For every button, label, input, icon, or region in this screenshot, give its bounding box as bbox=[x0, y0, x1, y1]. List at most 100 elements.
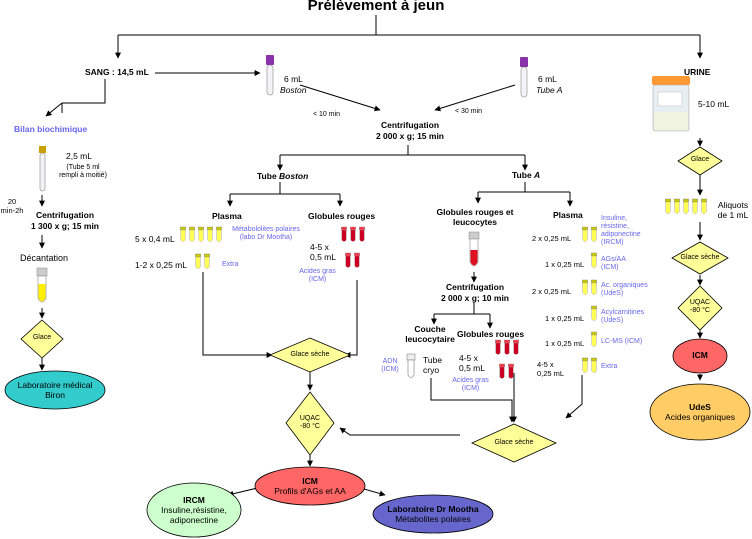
icm-text: ICM Profils d'AGs et AA bbox=[274, 475, 346, 496]
udes-ellipse bbox=[649, 383, 751, 441]
urine-glace-text: Glace bbox=[690, 156, 710, 163]
plasma-row-3-vol: 1 x 0,25 mL bbox=[545, 314, 585, 323]
tubeA-globules-leuco: Globules rouges et leucocytes bbox=[436, 207, 514, 227]
yellow-tube-icon bbox=[180, 226, 186, 242]
yellow-tube-icon bbox=[591, 279, 597, 295]
yellow-tube-icon bbox=[591, 331, 597, 347]
boston-row2-label: Extra bbox=[222, 261, 239, 268]
urine-glace-diamond bbox=[677, 146, 723, 176]
icm-ellipse bbox=[254, 466, 366, 506]
boston-row2-vol: 1-2 x 0,25 mL bbox=[135, 260, 187, 270]
boston-gr-label: Acides gras (ICM) bbox=[299, 268, 336, 284]
boston-gr-tubes-1 bbox=[341, 226, 365, 242]
boston-gr-tubes-2 bbox=[345, 252, 360, 268]
plasma-row-5-tubes bbox=[582, 357, 597, 373]
connectors bbox=[39, 15, 703, 497]
yellow-tube-icon bbox=[216, 226, 222, 242]
udes-text: UdeS Acides organiques bbox=[665, 401, 735, 422]
plasma-row-1-tubes bbox=[591, 252, 597, 268]
plasma-row-5-label: Extra bbox=[601, 363, 618, 370]
tubeA-tube-icon bbox=[520, 57, 528, 98]
lab-biron-ellipse bbox=[4, 370, 106, 410]
urine-volume: 5-10 mL bbox=[698, 99, 730, 109]
plasma-row-1-vol: 1 x 0,25 mL bbox=[545, 260, 585, 269]
boston-name: Boston bbox=[280, 85, 307, 95]
glace-seche-1-text: Glace sèche bbox=[290, 351, 330, 358]
yellow-tube-icon bbox=[683, 198, 689, 214]
yellow-tube-icon bbox=[198, 226, 204, 242]
urine-aliquots: Aliquots de 1 mL bbox=[717, 200, 749, 220]
plasma-row-3-tubes bbox=[591, 305, 597, 321]
tubeA-title: Tube A bbox=[512, 170, 541, 180]
urine-aliquot-tubes bbox=[665, 198, 707, 214]
bilan-time: 20 min-2h bbox=[0, 197, 24, 215]
red-tube-icon bbox=[513, 339, 519, 355]
plasma-row-0-label: Insuline, résistine, adiponectine (IRCM) bbox=[601, 215, 641, 247]
glace-seche-diamond-1 bbox=[268, 337, 352, 373]
decantation-label: Décantation bbox=[20, 253, 69, 263]
bilan-title: Bilan biochimique bbox=[14, 124, 88, 134]
sang-label: SANG : 14,5 mL bbox=[85, 67, 149, 77]
urine-label: URINE bbox=[684, 67, 711, 77]
boston-volume: 6 mL bbox=[284, 74, 303, 84]
tubeA-name: Tube A bbox=[536, 85, 563, 95]
red-tube-icon bbox=[499, 363, 505, 379]
tubeA-centrif-tube-icon bbox=[468, 231, 480, 267]
red-tube-icon bbox=[504, 339, 510, 355]
yellow-tube-icon bbox=[189, 226, 195, 242]
plasma-row-2-label: Ac. organiques (UdeS) bbox=[601, 282, 648, 298]
tubeA-gr-vol: 4-5 x 0,5 mL bbox=[459, 353, 485, 373]
plasma-row-0-tubes bbox=[582, 226, 597, 242]
plasma-row-5-vol: 4-5 x 0,25 mL bbox=[537, 360, 565, 378]
page-title: Prélèvement à jeun bbox=[307, 0, 445, 14]
tubeA-gr-label: Acides gras (ICM) bbox=[452, 377, 489, 393]
main-centrif: Centrifugation bbox=[380, 120, 440, 130]
red-tube-icon bbox=[359, 226, 365, 242]
urine-uqac-text: UQAC -80 °C bbox=[689, 299, 711, 315]
urine-glace-seche-diamond bbox=[671, 241, 729, 275]
urine-icm-ellipse bbox=[672, 338, 728, 374]
tubeA-couche: Couche leucocytaire bbox=[405, 324, 455, 344]
yellow-tube-icon bbox=[701, 198, 707, 214]
boston-gr-vol: 4-5 x 0,5 mL bbox=[310, 242, 336, 262]
red-tube-icon bbox=[345, 252, 351, 268]
tubeA-time: < 30 min bbox=[455, 108, 483, 115]
tubeA-globules: Globules rouges bbox=[457, 329, 525, 339]
yellow-tube-icon bbox=[204, 253, 210, 269]
bilan-centrif-speed: 1 300 x g; 15 min bbox=[30, 221, 100, 231]
yellow-tube-icon bbox=[665, 198, 671, 214]
red-tube-icon bbox=[495, 339, 501, 355]
glace-seche-2-text: Glace sèche bbox=[494, 439, 534, 446]
yellow-tube-icon bbox=[591, 226, 597, 242]
plasma-row-4-tubes bbox=[591, 331, 597, 347]
plasma-row-4-label: LC-MS (ICM) bbox=[601, 338, 643, 345]
bilan-volume: 2,5 mL bbox=[66, 151, 92, 161]
ircm-ellipse bbox=[146, 482, 242, 538]
cryo-tube-icon bbox=[406, 353, 416, 378]
bilan-centrif: Centrifugation bbox=[35, 210, 95, 220]
boston-plasma: Plasma bbox=[212, 211, 242, 221]
plasma-row-3-label: Acylcarnitines (UdeS) bbox=[601, 309, 645, 325]
urine-icm-text: ICM bbox=[692, 350, 708, 360]
uqac-1-text: UQAC -80 °C bbox=[299, 415, 321, 431]
plasma-row-0-vol: 2 x 0,25 mL bbox=[532, 234, 572, 243]
boston-plasma-tubes-2 bbox=[195, 253, 210, 269]
urine-uqac-diamond bbox=[677, 285, 723, 331]
red-tube-icon bbox=[508, 363, 514, 379]
red-tube-icon bbox=[350, 226, 356, 242]
yellow-tube-icon bbox=[591, 305, 597, 321]
boston-tube-icon bbox=[266, 55, 274, 96]
yellow-tube-icon bbox=[674, 198, 680, 214]
bilan-glace-diamond bbox=[20, 319, 64, 359]
bilan-tube-note: (Tube 5 ml rempli à moitié) bbox=[59, 164, 107, 180]
tubeA-volume: 6 mL bbox=[538, 74, 557, 84]
boston-title: Tube Boston bbox=[257, 171, 309, 181]
mootha-ellipse bbox=[372, 494, 494, 534]
tubeA-cryo: Tube cryo bbox=[423, 355, 443, 375]
yellow-tube-icon bbox=[692, 198, 698, 214]
plasma-row-2-vol: 2 x 0,25 mL bbox=[532, 287, 572, 296]
tubeA-centrif: Centrifugation bbox=[445, 282, 505, 292]
boston-row1-vol: 5 x 0,4 mL bbox=[135, 234, 175, 244]
bilan-glace-text: Glace bbox=[32, 334, 52, 341]
